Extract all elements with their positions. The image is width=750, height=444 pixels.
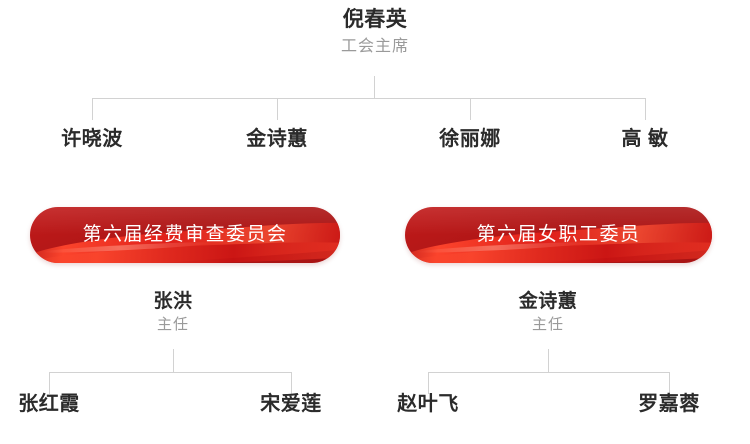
node-committee-1-chair[interactable]: 张洪 主任	[88, 291, 258, 335]
root-name: 倪春英	[342, 8, 408, 31]
node-committee-2-member-2[interactable]: 罗嘉蓉	[584, 393, 750, 416]
connector-root-horizontal-bar	[92, 98, 646, 99]
committee-1-chair-role: 主任	[156, 315, 189, 333]
connector-drop-member-3	[470, 98, 471, 120]
node-member-3[interactable]: 徐丽娜	[385, 128, 555, 151]
committee-2-chair-role: 主任	[531, 315, 564, 333]
member-1-name: 许晓波	[61, 128, 123, 150]
node-root-chairperson[interactable]: 倪春英 工会主席	[275, 8, 475, 57]
root-role: 工会主席	[340, 38, 409, 56]
banner-label-committee-1: 第六届经费审查委员会	[82, 224, 288, 245]
banner-label-committee-2: 第六届女职工委员	[476, 224, 641, 245]
connector-committee-1-drop-2	[291, 372, 292, 394]
node-committee-2-chair[interactable]: 金诗蕙 主任	[463, 291, 633, 335]
member-3-name: 徐丽娜	[439, 128, 501, 150]
member-4-name: 高 敏	[621, 128, 669, 150]
committee-1-member-2-name: 宋爱莲	[260, 393, 322, 415]
committee-2-member-2-name: 罗嘉蓉	[638, 393, 700, 415]
connector-committee-1-drop-1	[49, 372, 50, 394]
node-committee-1-member-2[interactable]: 宋爱莲	[206, 393, 376, 416]
committee-1-chair-name: 张洪	[153, 291, 193, 312]
node-member-4[interactable]: 高 敏	[560, 128, 730, 151]
connector-committee-1-stem	[173, 349, 174, 372]
connector-drop-member-2	[277, 98, 278, 120]
node-member-1[interactable]: 许晓波	[7, 128, 177, 151]
connector-committee-2-drop-2	[669, 372, 670, 394]
connector-committee-2-stem	[548, 349, 549, 372]
node-committee-2-member-1[interactable]: 赵叶飞	[343, 393, 513, 416]
connector-committee-2-bar	[428, 372, 669, 373]
banner-committee-1[interactable]: 第六届经费审查委员会	[30, 207, 340, 263]
banner-committee-2[interactable]: 第六届女职工委员	[405, 207, 712, 263]
connector-committee-1-bar	[49, 372, 291, 373]
node-member-2[interactable]: 金诗蕙	[192, 128, 362, 151]
node-committee-1-member-1[interactable]: 张红霞	[0, 393, 134, 416]
connector-committee-2-drop-1	[428, 372, 429, 394]
connector-drop-member-4	[645, 98, 646, 120]
connector-drop-member-1	[92, 98, 93, 120]
committee-1-member-1-name: 张红霞	[18, 393, 80, 415]
committee-2-chair-name: 金诗蕙	[518, 291, 578, 312]
committee-2-member-1-name: 赵叶飞	[397, 393, 459, 415]
member-2-name: 金诗蕙	[246, 128, 308, 150]
connector-root-stem	[374, 76, 375, 99]
